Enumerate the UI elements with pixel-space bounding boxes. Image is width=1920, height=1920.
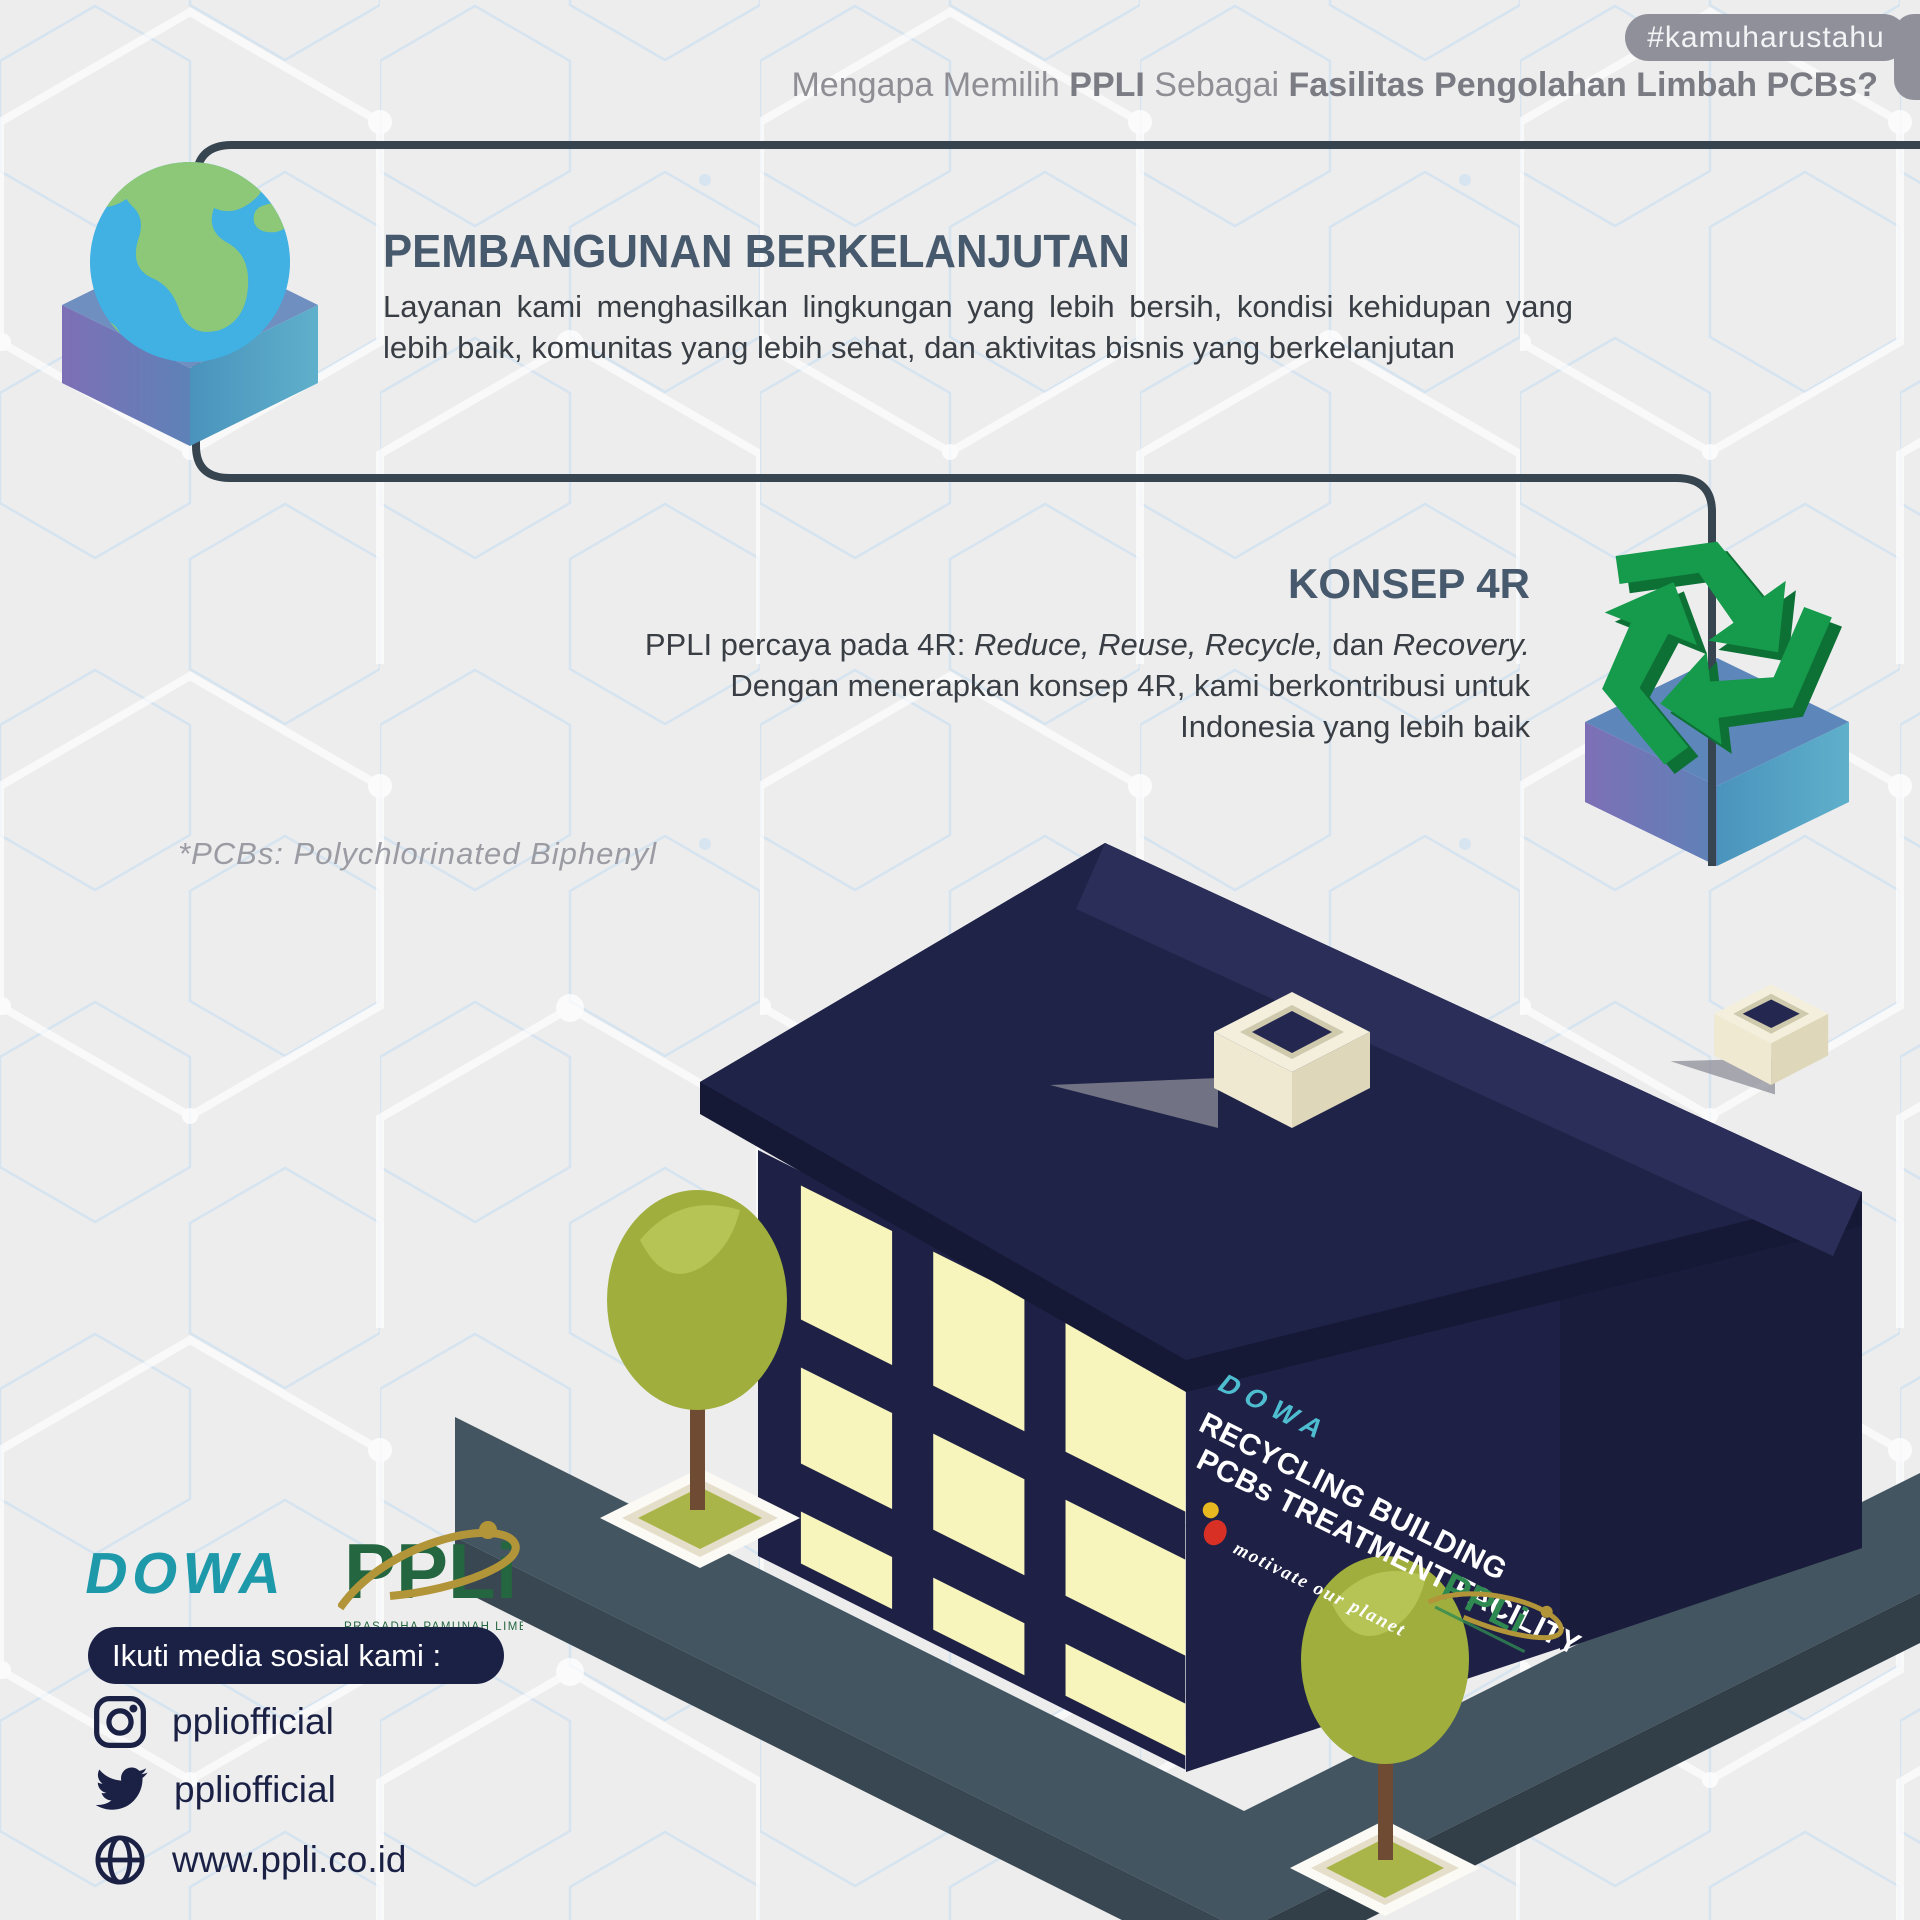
sustainability-body: Layanan kami menghasilkan lingkungan yan… <box>383 289 1573 365</box>
sustainability-heading: PEMBANGUNAN BERKELANJUTAN <box>383 225 1130 277</box>
tree <box>600 1190 800 1568</box>
konsep-4r-line2: Dengan menerapkan konsep 4R, kami berkon… <box>730 668 1530 703</box>
twitter-icon <box>95 1767 148 1810</box>
building-signage: DOWA RECYCLING BUILDING PCBs TREATMENT F… <box>1153 1368 1585 1689</box>
title-brand: PPLI <box>1069 66 1145 104</box>
instagram-handle[interactable]: ppliofficial <box>172 1701 334 1742</box>
window-wall <box>758 1150 1186 1770</box>
text-italic: Recovery. <box>1392 627 1530 662</box>
title-part: Mengapa Memilih <box>791 66 1070 104</box>
hashtag-badge: #kamuharustahu <box>1625 14 1907 61</box>
roof-vent <box>1670 984 1829 1095</box>
text-italic: Reduce, Reuse, Recycle, <box>974 627 1324 662</box>
edge-tab-decoration <box>1894 14 1920 100</box>
title-topic: Fasilitas Pengolahan Limbah PCBs? <box>1288 66 1878 104</box>
konsep-4r-line3: Indonesia yang lebih baik <box>1180 709 1530 744</box>
text-part: dan <box>1323 627 1393 662</box>
twitter-handle[interactable]: ppliofficial <box>174 1769 336 1810</box>
text-part: PPLI percaya pada 4R: <box>644 627 975 662</box>
dowa-logo: DOWA <box>80 1541 293 1606</box>
konsep-4r-heading: KONSEP 4R <box>1288 560 1530 607</box>
title-part: Sebagai <box>1144 66 1289 104</box>
building-illustration <box>700 843 1862 1772</box>
motivate-dots-icon <box>1202 1502 1227 1546</box>
konsep-4r-section: KONSEP 4R PPLI percaya pada 4R: Reduce, … <box>440 560 1530 747</box>
page-title: Mengapa Memilih PPLI Sebagai Fasilitas P… <box>791 66 1878 105</box>
roof-vent <box>1050 992 1370 1128</box>
connector-line <box>192 141 1920 866</box>
follow-label: Ikuti media sosial kami : <box>112 1637 442 1673</box>
ground-slab <box>455 1417 1920 1920</box>
tree <box>1290 1556 1480 1916</box>
twitter-row[interactable]: ppliofficial <box>92 1762 336 1818</box>
follow-banner: Ikuti media sosial kami : <box>88 1627 504 1684</box>
pcbs-footnote: *PCBs: Polychlorinated Biphenyl <box>178 836 658 871</box>
ppli-logo: PPLi PRASADHA PAMUNAH LIMBAH INDUSTRI <box>336 1512 617 1667</box>
hashtag-label: #kamuharustahu <box>1647 20 1885 54</box>
globe-web-icon <box>95 1835 145 1885</box>
instagram-icon <box>94 1696 146 1748</box>
instagram-row[interactable]: ppliofficial <box>92 1694 334 1750</box>
konsep-4r-line1: PPLI percaya pada 4R: Reduce, Reuse, Rec… <box>440 624 1530 665</box>
website-link[interactable]: www.ppli.co.id <box>172 1839 407 1880</box>
website-row[interactable]: www.ppli.co.id <box>92 1832 406 1888</box>
